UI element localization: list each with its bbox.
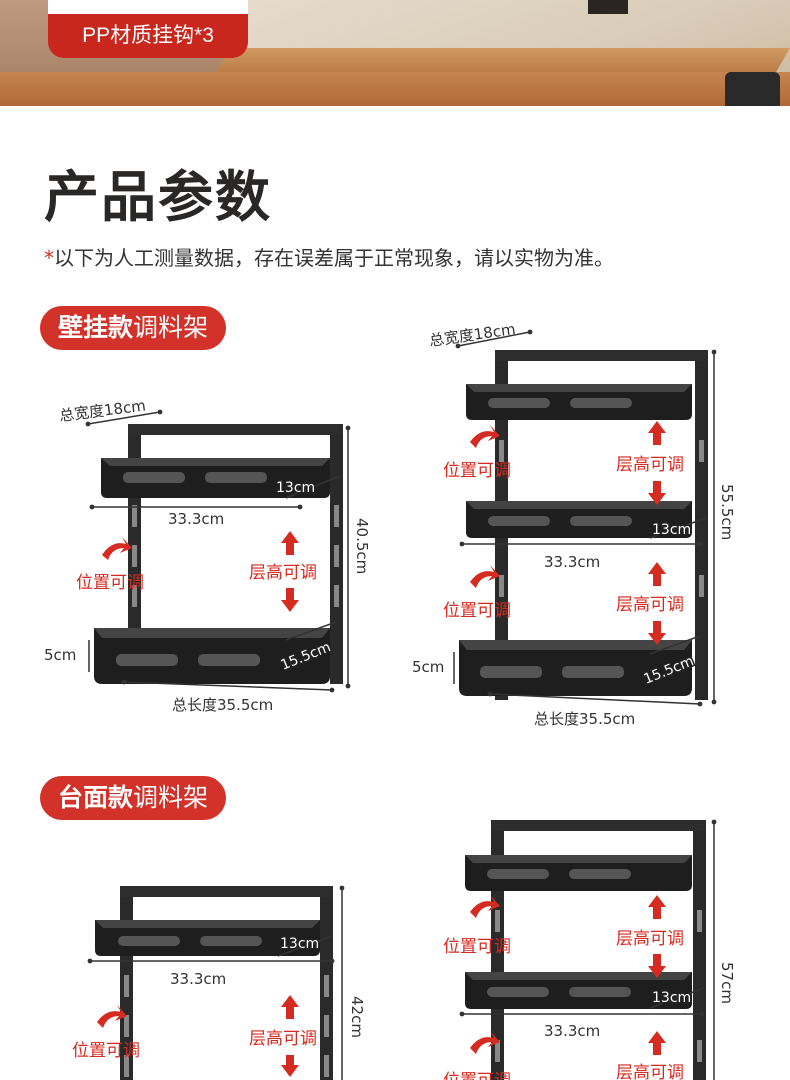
label-total-length-1: 总长度35.5cm: [172, 696, 273, 714]
diagram-wall-2tier: 总宽度18cm 33.3cm 13cm 15.5cm 5cm 总长度35.5cm…: [44, 397, 371, 714]
label-height-42: 42cm: [348, 996, 366, 1038]
label-total-width-2: 总宽度18cm: [428, 320, 517, 350]
label-depth-13-1: 13cm: [276, 480, 315, 496]
measurement-note: *以下为人工测量数据，存在误差属于正常现象，请以实物为准。: [44, 242, 614, 271]
note-text: 以下为人工测量数据，存在误差属于正常现象，请以实物为准。: [54, 246, 614, 270]
label-height-57: 57cm: [718, 962, 736, 1004]
hero-white-tab: [48, 0, 248, 14]
label-position-adjust-4b: 位置可调: [443, 1071, 511, 1080]
label-layer-adjust-4b: 层高可调: [616, 1063, 684, 1080]
label-depth-13-2: 13cm: [652, 522, 691, 538]
wall-mounted-rest: 调料架: [133, 313, 209, 342]
label-depth-13-3: 13cm: [280, 936, 319, 952]
label-depth-13-4: 13cm: [652, 990, 691, 1006]
label-position-adjust-4a: 位置可调: [443, 937, 511, 957]
label-total-width-1: 总宽度18cm: [58, 397, 146, 425]
label-layer-adjust-3: 层高可调: [249, 1029, 317, 1049]
label-height-555: 55.5cm: [718, 484, 736, 540]
label-position-adjust-2a: 位置可调: [443, 461, 511, 481]
label-width-333-2: 33.3cm: [544, 553, 600, 571]
label-rim-5-2: 5cm: [412, 658, 444, 676]
label-height-405: 40.5cm: [353, 518, 371, 574]
hero-cup: [725, 72, 780, 106]
label-layer-adjust-2a: 层高可调: [616, 455, 684, 475]
diagram-wall-3tier: 总宽度18cm 33.3cm 13cm 15.5cm 5cm 总长度35.5cm…: [412, 320, 736, 728]
label-position-adjust-2b: 位置可调: [443, 601, 511, 621]
label-width-333-3: 33.3cm: [170, 970, 226, 988]
label-layer-adjust-2b: 层高可调: [616, 595, 684, 615]
label-layer-adjust-1: 层高可调: [249, 563, 317, 583]
label-position-adjust-3: 位置可调: [72, 1041, 140, 1061]
label-width-333-4: 33.3cm: [544, 1022, 600, 1040]
wall-mounted-pill: 壁挂款调料架: [40, 306, 227, 350]
diagram-countertop-2tier: 33.3cm 13cm 42cm 位置可调 层高可调: [72, 885, 366, 1080]
hero-wood-floor: [0, 72, 790, 106]
label-layer-adjust-4a: 层高可调: [616, 929, 684, 949]
label-rim-5-1: 5cm: [44, 646, 76, 664]
page-title: 产品参数: [44, 165, 273, 229]
countertop-pill: 台面款调料架: [40, 776, 227, 820]
diagram-countertop-3tier: 33.3cm 13cm 57cm 位置可调 位置可调 层高可调 层高可调: [443, 819, 736, 1080]
hero-dark-block: [588, 0, 628, 14]
countertop-bold: 台面款: [58, 783, 134, 812]
label-total-length-2: 总长度35.5cm: [534, 710, 635, 728]
hero-photo: [0, 0, 790, 106]
label-position-adjust-1: 位置可调: [76, 573, 144, 593]
note-star: *: [44, 246, 54, 270]
pp-hook-badge: PP材质挂钩*3: [48, 14, 248, 58]
countertop-rest: 调料架: [133, 783, 209, 812]
wall-mounted-bold: 壁挂款: [58, 313, 134, 342]
label-width-333-1: 33.3cm: [168, 510, 224, 528]
